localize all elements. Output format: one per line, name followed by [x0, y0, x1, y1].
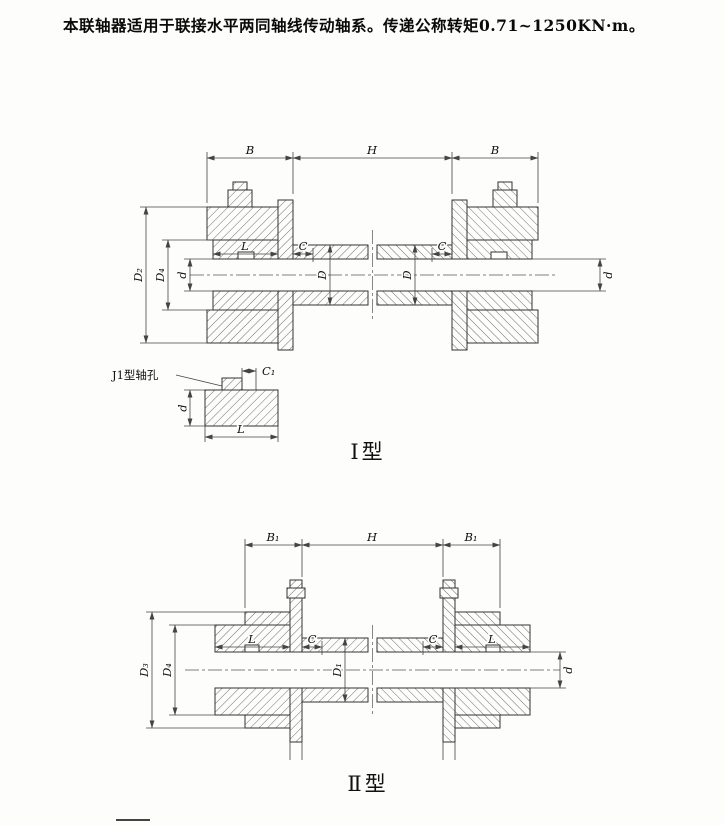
coupling-drawing: B H B D₂ D₄ d d L C D	[110, 142, 617, 760]
type1-j1-bore-detail: J1型轴孔 C₁ d L	[110, 363, 279, 442]
type2-dim-b1-left-label: B₁	[265, 530, 279, 544]
type2-left-keyway	[244, 644, 260, 653]
type2-left-bolt-head	[289, 579, 303, 589]
type1-d2-extension-lines	[140, 206, 207, 344]
type2-right-bolt-shank	[439, 587, 459, 599]
type1-dim-dia-left-label: D	[315, 270, 329, 280]
detail-title: J1型轴孔	[111, 368, 159, 382]
detail-boss	[221, 377, 243, 391]
detail-d-extension-lines	[184, 389, 205, 427]
type1-dim-h-label: H	[366, 143, 378, 157]
type1-dim-l-label: L	[240, 239, 249, 253]
type2-dim-l-right-label: L	[487, 632, 496, 646]
footer-rule	[116, 819, 150, 821]
type2-left-hub-bottom	[214, 687, 291, 716]
type2-dim-c-right-label: C	[429, 632, 438, 646]
type1-right-bolt-shank	[492, 189, 518, 208]
type1-left-sleeve-top-wall	[206, 206, 279, 241]
detail-dim-d-label: d	[176, 404, 190, 411]
type1-left-tube-bottom-wall	[292, 290, 369, 306]
type1-right-sleeve-bottom-wall	[466, 309, 539, 344]
type1-dim-d4-label: D₄	[153, 268, 167, 283]
detail-dim-l-label: L	[236, 422, 245, 436]
type2-dim-d1-label: D₁	[330, 663, 344, 678]
type1-dim-b-right-label: B	[490, 143, 499, 157]
type2-flange-bottom-extension-lines	[289, 742, 456, 760]
intro-text: 本联轴器适用于联接水平两同轴线传动轴系。传递公称转矩0.71~1250KN·m。	[63, 16, 645, 35]
type2-d3-extension-lines	[146, 611, 245, 729]
type1-section: B H B D₂ D₄ d d L C D	[110, 142, 617, 442]
type1-left-flange-top	[277, 199, 294, 260]
type1-right-flange-top	[451, 199, 468, 260]
type1-dim-d-bore-right-label: d	[601, 271, 615, 278]
type1-top-extension-lines	[206, 152, 539, 203]
type1-left-bolt-head	[232, 181, 248, 191]
type1-right-bolt-head	[497, 181, 513, 191]
type2-right-sleeve-top-wall	[454, 611, 501, 626]
type2-dim-l-left-label: L	[247, 632, 256, 646]
type2-dim-b1-right-label: B₁	[463, 530, 477, 544]
type2-left-flange-bottom	[289, 687, 303, 743]
type1-dim-c-right-label: C	[438, 239, 447, 253]
type2-left-flange-top	[289, 597, 303, 653]
type1-dim-dia-right-label: D	[400, 270, 414, 280]
detail-leader-line	[175, 374, 223, 387]
type1-right-hub-bottom	[466, 290, 533, 311]
type1-right-sleeve-top-wall	[466, 206, 539, 241]
detail-hub-block	[204, 389, 279, 427]
type1-left-keyway	[237, 251, 255, 260]
type2-dim-d3-label: D₃	[137, 663, 151, 678]
type2-right-hub-bottom	[454, 687, 531, 716]
detail-dim-c1-label: C₁	[262, 364, 275, 378]
type2-dim-c-left-label: C	[308, 632, 317, 646]
type2-right-tube-bottom-wall	[376, 687, 444, 703]
type1-d-bore-right-extension-lines	[532, 258, 606, 292]
type1-right-tube-bottom-wall	[376, 290, 453, 306]
type1-dim-d-bore-left-label: d	[175, 271, 189, 278]
type1-left-flange-bottom	[277, 290, 294, 351]
type2-right-flange-top	[442, 597, 456, 653]
type2-caption: Ⅱ型	[347, 772, 389, 796]
type2-right-bolt-head	[442, 579, 456, 589]
type1-dim-d2-label: D₂	[131, 268, 145, 283]
type1-left-bolt-shank	[227, 189, 253, 208]
type1-left-sleeve-bottom-wall	[206, 309, 279, 344]
type1-dim-b-left-label: B	[245, 143, 254, 157]
type1-dim-c-left-label: C	[299, 239, 308, 253]
type2-section: B₁ H B₁ D₃ D₄ d L C D₁ C	[136, 529, 577, 760]
type2-top-extension-lines	[244, 539, 501, 608]
type1-right-keyway	[490, 251, 508, 260]
type1-left-hub-bottom	[212, 290, 279, 311]
type2-dim-d-bore-label: d	[561, 666, 575, 673]
type2-dim-d4-label: D₄	[160, 663, 174, 678]
type2-left-bolt-shank	[286, 587, 306, 599]
type2-left-sleeve-top-wall	[244, 611, 291, 626]
type2-right-sleeve-bottom-wall	[454, 714, 501, 729]
type2-left-tube-bottom-wall	[301, 687, 369, 703]
type2-dim-h-label: H	[366, 530, 378, 544]
type1-right-flange-bottom	[451, 290, 468, 351]
type2-left-sleeve-bottom-wall	[244, 714, 291, 729]
type1-caption: I型	[350, 440, 386, 464]
type2-right-keyway	[485, 644, 501, 653]
type1-d4-extension-lines	[162, 239, 213, 311]
type2-right-flange-bottom	[442, 687, 456, 743]
